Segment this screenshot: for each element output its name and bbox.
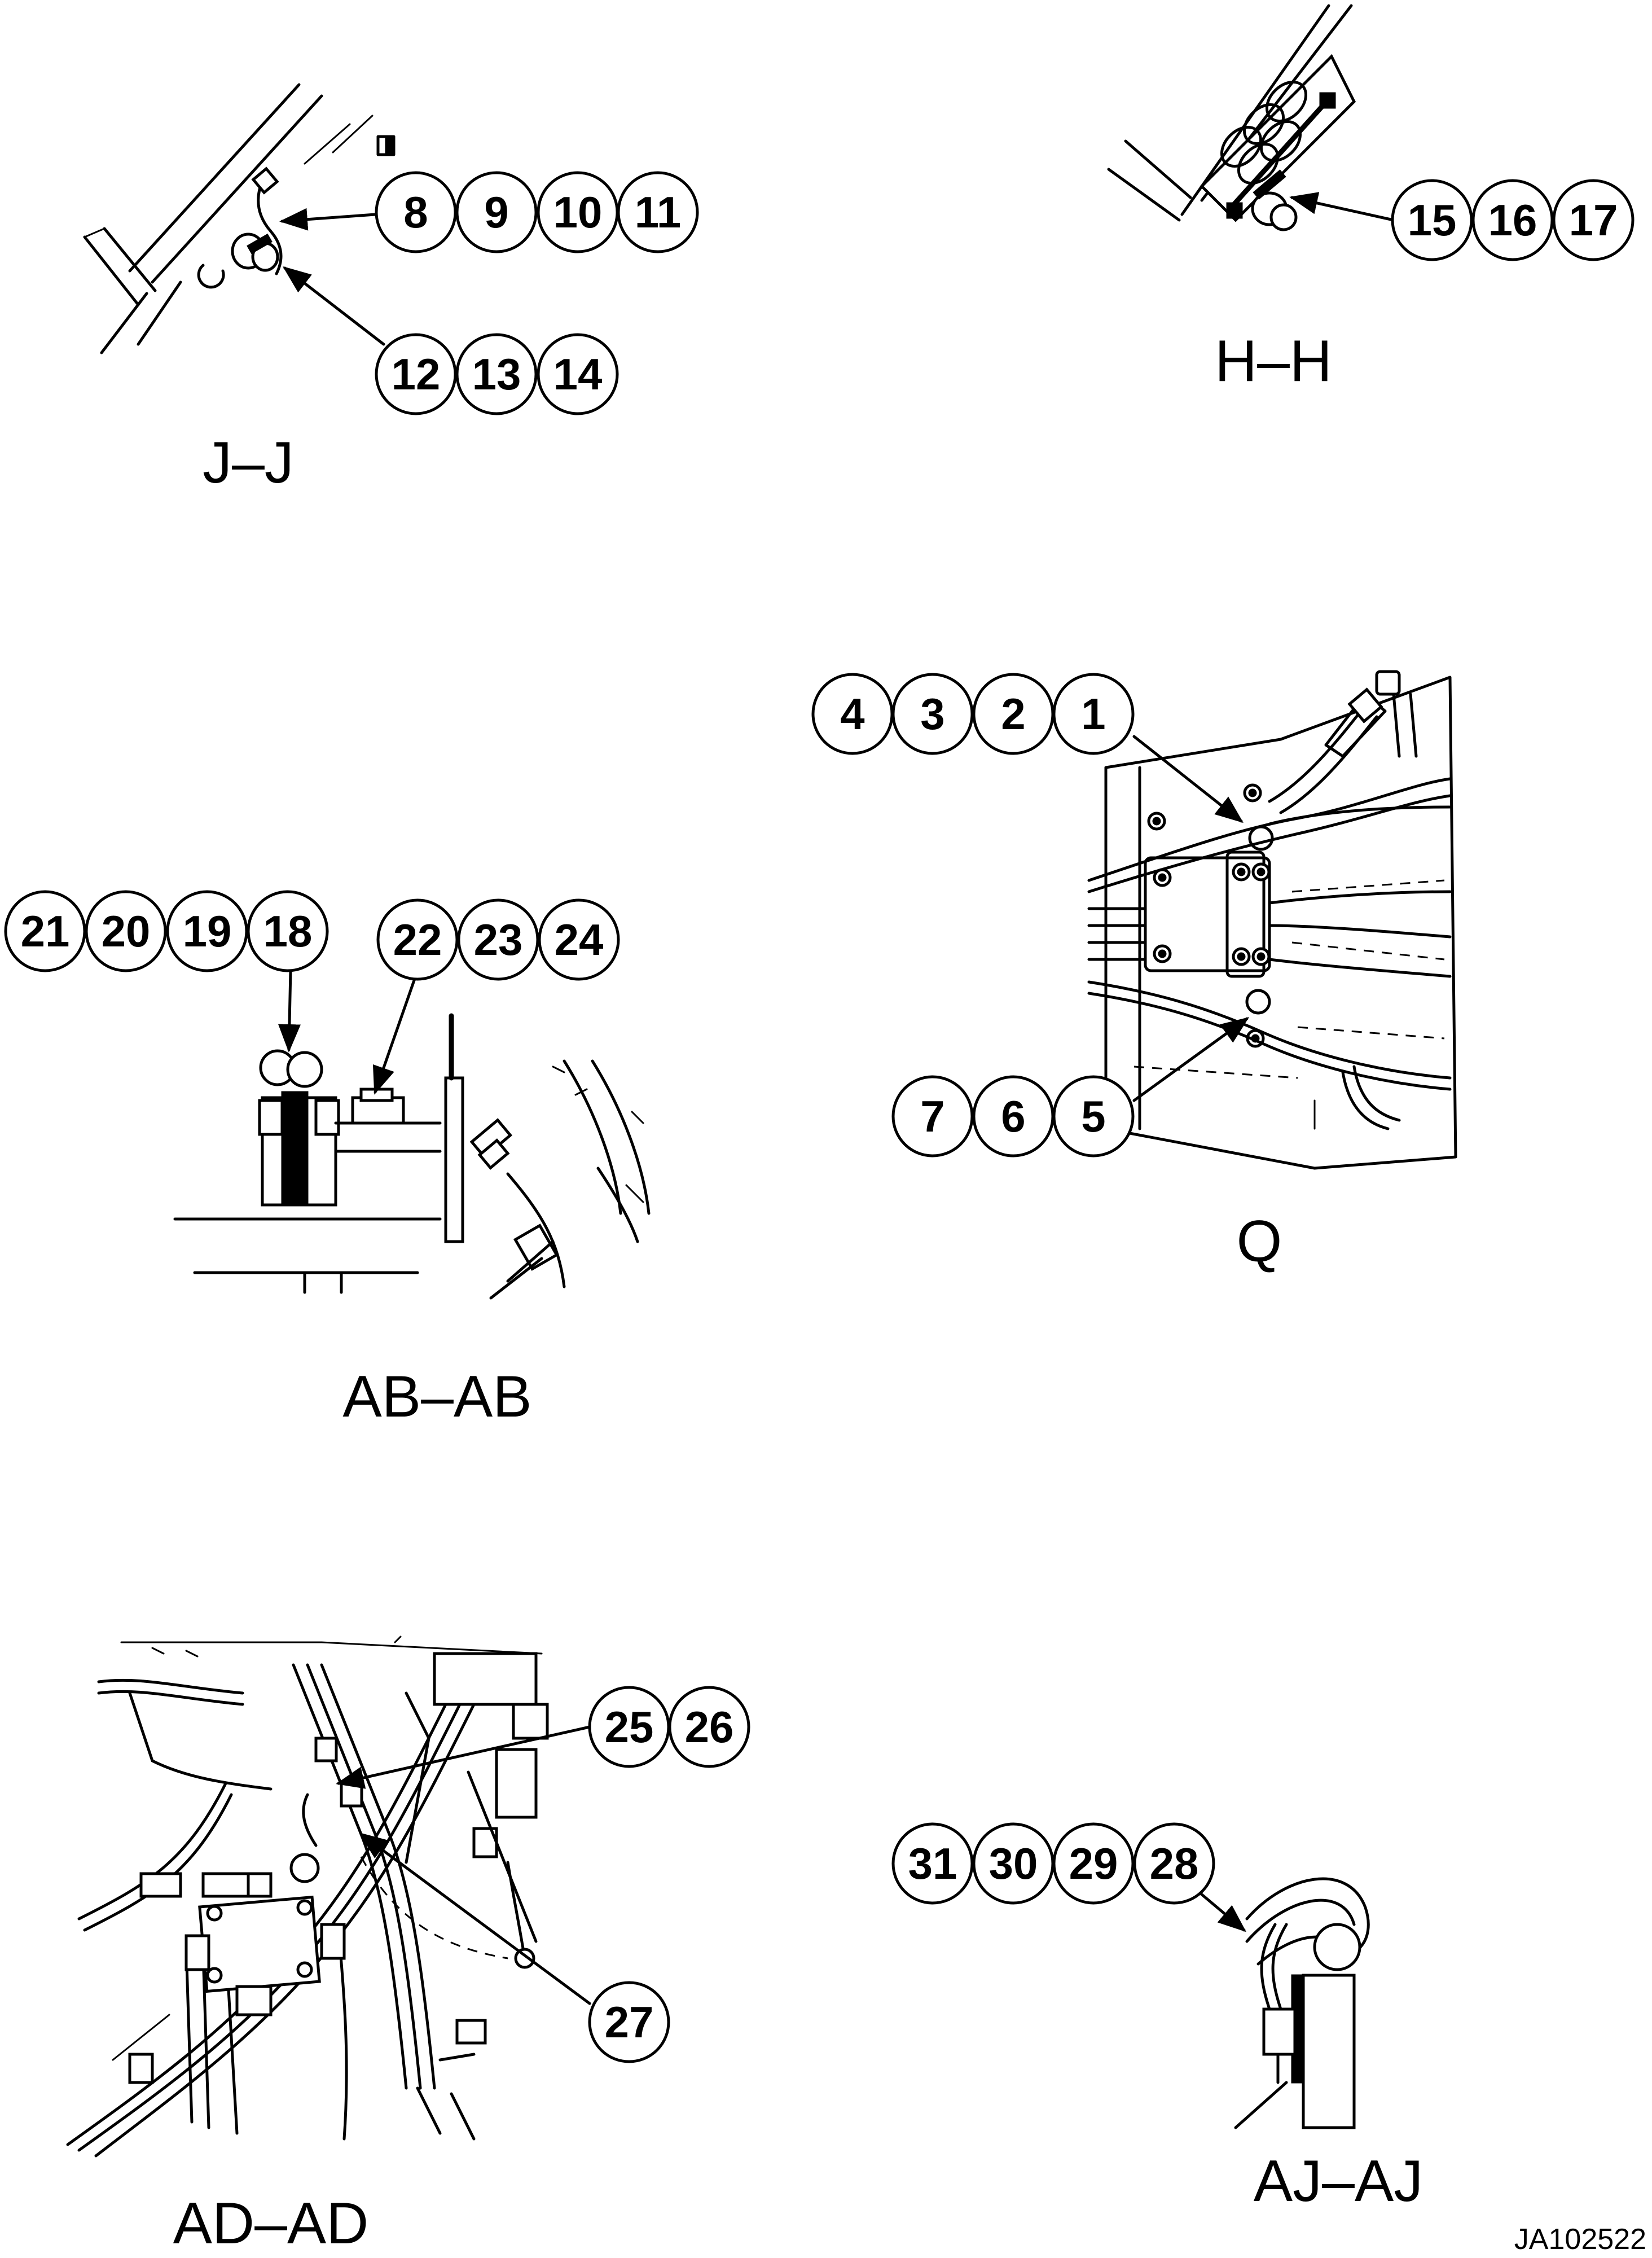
abab-drawing (173, 1013, 651, 1300)
callout-number: 27 (605, 1997, 654, 2047)
callout-group-22-24: 22 23 24 (376, 898, 620, 981)
callout-number: 25 (605, 1702, 654, 1752)
callout-group-27: 27 (588, 1981, 670, 2063)
jj-drawing (83, 83, 396, 354)
callout-number: 13 (472, 349, 521, 399)
callout-number: 21 (21, 906, 70, 956)
callout-number: 16 (1488, 195, 1537, 245)
callout-number: 2 (1001, 689, 1025, 739)
view-jj: 8 9 10 11 12 13 14 J–J (83, 83, 699, 496)
document-id: JA102522 (1514, 2223, 1646, 2256)
view-label-q: Q (1237, 1209, 1282, 1274)
callout-number: 22 (393, 915, 442, 964)
callout-group-25-26: 25 26 (588, 1686, 750, 1768)
view-label-jj: J–J (203, 430, 294, 496)
callout-number: 20 (102, 906, 151, 956)
view-hh: 15 16 17 H–H (1107, 4, 1635, 394)
callout-number: 19 (183, 906, 232, 956)
ajaj-drawing (1234, 1877, 1370, 2129)
callout-number: 14 (553, 349, 603, 399)
callout-number: 8 (403, 187, 428, 237)
callout-number: 1 (1081, 689, 1105, 739)
view-label-hh: H–H (1215, 328, 1332, 394)
callout-number: 4 (840, 689, 864, 739)
callout-number: 17 (1569, 195, 1618, 245)
callout-number: 7 (920, 1091, 944, 1141)
adad-drawing (66, 1636, 549, 2158)
callout-number: 6 (1001, 1091, 1025, 1141)
callout-number: 15 (1408, 195, 1457, 245)
callout-number: 3 (920, 689, 944, 739)
callout-group-21-18: 21 20 19 18 (4, 890, 329, 972)
callout-number: 31 (908, 1839, 957, 1888)
callout-number: 11 (635, 187, 681, 237)
callout-group-4-1: 4 3 2 1 (811, 673, 1135, 755)
callout-group-12-14: 12 13 14 (375, 333, 619, 415)
view-adad: 25 26 27 AD–AD (66, 1636, 750, 2256)
q-drawing (1087, 670, 1457, 1170)
callout-number: 10 (553, 187, 603, 237)
view-label-adad: AD–AD (173, 2191, 369, 2256)
callout-number: 18 (263, 906, 313, 956)
callout-number: 5 (1081, 1091, 1105, 1141)
view-ajaj: 31 30 29 28 AJ–AJ (891, 1822, 1423, 2214)
callout-group-8-11: 8 9 10 11 (375, 171, 699, 253)
callout-number: 23 (474, 915, 523, 964)
callout-group-31-28: 31 30 29 28 (891, 1822, 1215, 1905)
callout-group-7-5: 7 6 5 (891, 1075, 1135, 1158)
callout-number: 9 (484, 187, 508, 237)
callout-number: 12 (392, 349, 441, 399)
view-q: 4 3 2 1 7 6 5 Q (811, 670, 1457, 1274)
callout-number: 26 (685, 1702, 734, 1752)
view-label-abab: AB–AB (342, 1364, 531, 1430)
callout-number: 29 (1069, 1839, 1118, 1888)
callout-number: 30 (989, 1839, 1038, 1888)
callout-number: 24 (555, 915, 604, 964)
hh-drawing (1107, 4, 1356, 231)
callout-group-15-17: 15 16 17 (1391, 179, 1635, 261)
view-label-ajaj: AJ–AJ (1254, 2149, 1423, 2214)
callout-number: 28 (1150, 1839, 1199, 1888)
view-abab: 21 20 19 18 22 23 24 AB–AB (4, 890, 651, 1430)
